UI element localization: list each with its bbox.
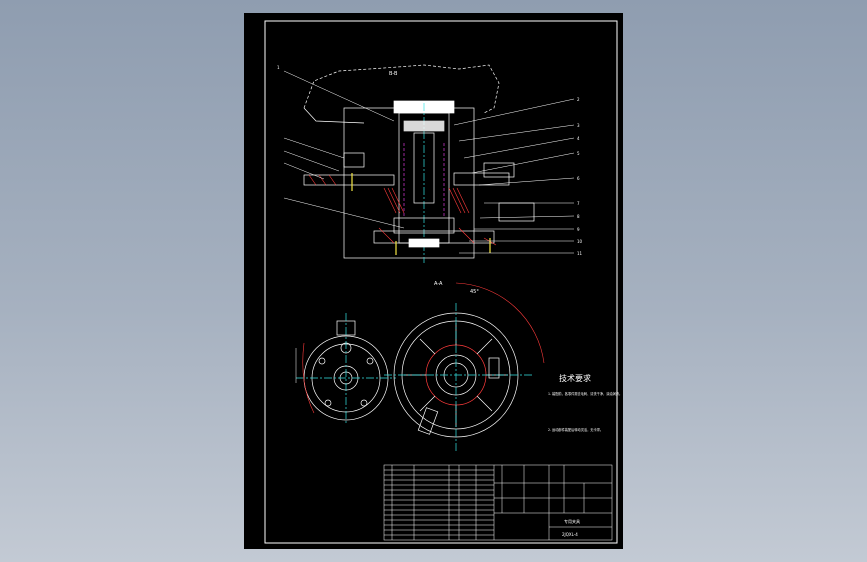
svg-text:5: 5 <box>577 151 580 156</box>
drawing-border <box>264 20 618 544</box>
svg-text:2: 2 <box>577 97 580 102</box>
section-view: 1 2 3 4 5 6 7 8 9 10 11 <box>277 64 583 263</box>
parts-list <box>383 464 613 541</box>
assembly-drawing: 1 2 3 4 5 6 7 8 9 10 11 B-B <box>264 20 622 544</box>
svg-text:1: 1 <box>277 65 280 70</box>
drawing-sheet: 1 2 3 4 5 6 7 8 9 10 11 B-B <box>244 13 623 549</box>
drawing-name: 专用夹具 <box>564 518 580 524</box>
angle-label: 45° <box>470 289 479 295</box>
svg-text:9: 9 <box>577 227 580 232</box>
svg-text:8: 8 <box>577 214 580 219</box>
svg-text:6: 6 <box>577 176 580 181</box>
tech-req-item-1: 1. 装配前，各零件需去毛刺、清洗干净，涂油润滑。 <box>548 391 622 396</box>
tech-req-item-2: 2. 运动部件装配后转动灵活，无卡滞。 <box>548 427 603 432</box>
left-plan-view <box>295 313 396 425</box>
right-plan-view <box>384 282 545 453</box>
drawing-number: 2JQXL-4 <box>562 532 578 537</box>
svg-text:11: 11 <box>577 251 583 256</box>
svg-text:10: 10 <box>577 239 583 244</box>
svg-text:4: 4 <box>577 136 580 141</box>
svg-text:3: 3 <box>577 123 580 128</box>
section-label: B-B <box>389 71 398 77</box>
view-label: A-A <box>434 281 443 287</box>
tech-req-title: 技术要求 <box>559 373 591 383</box>
svg-text:7: 7 <box>577 201 580 206</box>
